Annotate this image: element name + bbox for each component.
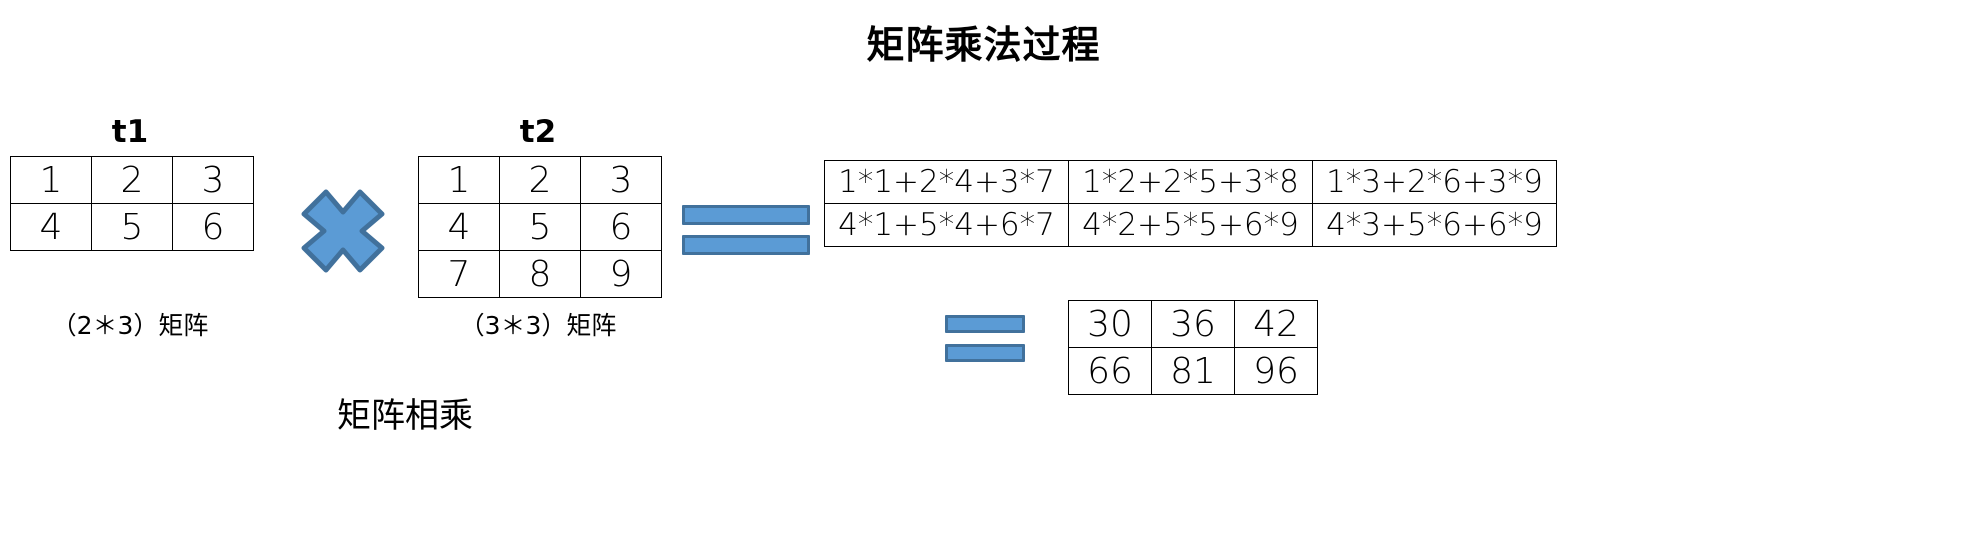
equals-bar-top — [682, 205, 810, 225]
matrix-cell: 1 — [10, 156, 92, 204]
equals-icon-secondary — [945, 315, 1025, 362]
matrix-cell: 1*2+2*5+3*8 — [1068, 160, 1313, 204]
equals-bar-top — [945, 315, 1025, 333]
table-row: 4 5 6 — [10, 203, 254, 251]
table-row: 4 5 6 — [418, 203, 662, 251]
matrix-cell: 9 — [580, 250, 662, 298]
matrix-cell: 2 — [91, 156, 173, 204]
matrix-cell: 4*1+5*4+6*7 — [824, 203, 1069, 247]
table-row: 1 2 3 — [418, 156, 662, 204]
matrix-expression: 1*1+2*4+3*7 1*2+2*5+3*8 1*3+2*6+3*9 4*1+… — [824, 160, 1557, 247]
matrix-cell: 3 — [580, 156, 662, 204]
matrix-cell: 1*3+2*6+3*9 — [1312, 160, 1557, 204]
matrix-cell: 5 — [91, 203, 173, 251]
page-title: 矩阵乘法过程 — [866, 23, 1101, 67]
matrix-cell: 5 — [499, 203, 581, 251]
table-row: 30 36 42 — [1068, 300, 1318, 348]
matrix-cell: 8 — [499, 250, 581, 298]
matrix-cell: 4 — [10, 203, 92, 251]
table-row: 4*1+5*4+6*7 4*2+5*5+6*9 4*3+5*6+6*9 — [824, 203, 1557, 247]
matrix-cell: 42 — [1234, 300, 1318, 348]
matrix-t2-label: t2 — [519, 114, 557, 150]
table-row: 66 81 96 — [1068, 347, 1318, 395]
matrix-cell: 1*1+2*4+3*7 — [824, 160, 1069, 204]
matrix-t2-caption: （3＊3）矩阵 — [459, 311, 617, 340]
matrix-cell: 66 — [1068, 347, 1152, 395]
matrix-t1-label: t1 — [111, 114, 149, 150]
footer-label: 矩阵相乘 — [337, 396, 473, 436]
matrix-t1-caption: （2＊3）矩阵 — [51, 311, 209, 340]
matrix-cell: 96 — [1234, 347, 1318, 395]
matrix-t1: 1 2 3 4 5 6 — [10, 156, 254, 251]
table-row: 7 8 9 — [418, 250, 662, 298]
matrix-cell: 1 — [418, 156, 500, 204]
matrix-cell: 36 — [1151, 300, 1235, 348]
matrix-cell: 4*2+5*5+6*9 — [1068, 203, 1313, 247]
matrix-cell: 30 — [1068, 300, 1152, 348]
matrix-cell: 6 — [172, 203, 254, 251]
equals-bar-bottom — [682, 235, 810, 255]
equals-icon-primary — [682, 205, 810, 255]
matrix-cell: 3 — [172, 156, 254, 204]
table-row: 1*1+2*4+3*7 1*2+2*5+3*8 1*3+2*6+3*9 — [824, 160, 1557, 204]
matrix-cell: 4 — [418, 203, 500, 251]
multiply-icon — [300, 188, 386, 274]
matrix-cell: 6 — [580, 203, 662, 251]
matrix-cell: 7 — [418, 250, 500, 298]
matrix-cell: 81 — [1151, 347, 1235, 395]
matrix-cell: 2 — [499, 156, 581, 204]
equals-bar-bottom — [945, 344, 1025, 362]
matrix-result: 30 36 42 66 81 96 — [1068, 300, 1318, 395]
table-row: 1 2 3 — [10, 156, 254, 204]
matrix-t2: 1 2 3 4 5 6 7 8 9 — [418, 156, 662, 298]
matrix-cell: 4*3+5*6+6*9 — [1312, 203, 1557, 247]
